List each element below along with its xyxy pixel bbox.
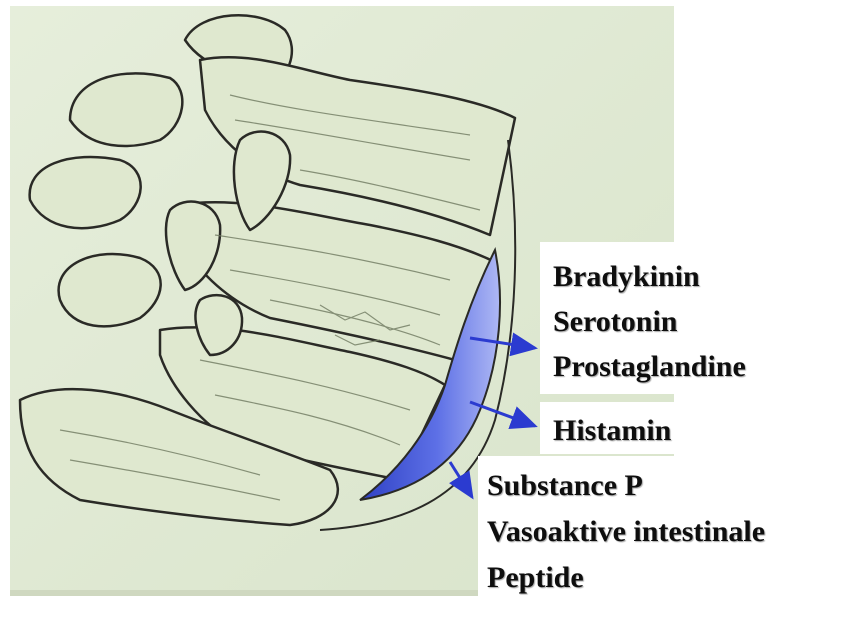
label-prostaglandine: Prostaglandine xyxy=(553,346,746,388)
label-substance-p: Substance P xyxy=(487,465,643,507)
label-serotonin: Serotonin xyxy=(553,301,677,343)
label-vasoaktive-intestinale: Vasoaktive intestinale xyxy=(487,511,765,553)
label-peptide: Peptide xyxy=(487,557,584,599)
label-bradykinin: Bradykinin xyxy=(553,256,700,298)
label-histamin: Histamin xyxy=(553,410,671,452)
